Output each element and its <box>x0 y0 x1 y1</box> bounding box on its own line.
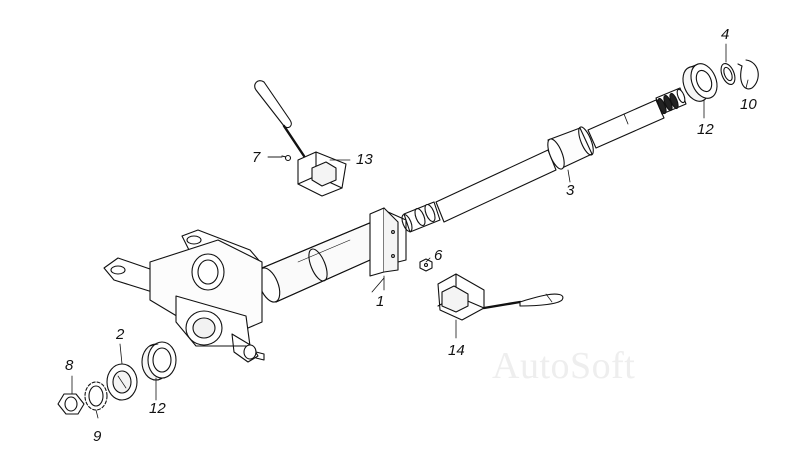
part-14-switch <box>437 273 564 321</box>
part-12-bearing-top <box>682 63 718 102</box>
callout-7: 7 <box>252 149 261 166</box>
callout-9: 9 <box>93 428 102 445</box>
part-10-retaining-ring <box>737 59 759 90</box>
part-9-lock-washer <box>84 381 108 411</box>
column-tube <box>257 221 389 303</box>
part-12-bearing-bottom <box>141 341 177 381</box>
callout-10: 10 <box>740 96 757 113</box>
part-6-nut <box>419 258 433 272</box>
callout-3: 3 <box>566 182 575 199</box>
callout-12-bottom: 12 <box>149 400 166 417</box>
part-8-nut <box>57 393 85 415</box>
callout-6: 6 <box>434 247 443 264</box>
part-13-switch <box>254 80 347 197</box>
watermark-text: AutoSoft <box>492 345 636 387</box>
callout-8: 8 <box>65 357 74 374</box>
part-2-washer <box>106 363 138 401</box>
callout-13: 13 <box>356 151 373 168</box>
callout-14: 14 <box>448 342 465 359</box>
leader-lines <box>71 43 749 419</box>
part-3-shaft <box>401 87 687 233</box>
callout-12-top: 12 <box>697 121 714 138</box>
callout-2: 2 <box>116 326 125 343</box>
mounting-bracket <box>103 229 265 363</box>
part-1-bracket <box>369 207 407 291</box>
part-4-washer <box>720 63 736 85</box>
part-7-screw <box>267 154 292 162</box>
callout-1: 1 <box>376 293 385 310</box>
callout-4: 4 <box>721 26 730 43</box>
